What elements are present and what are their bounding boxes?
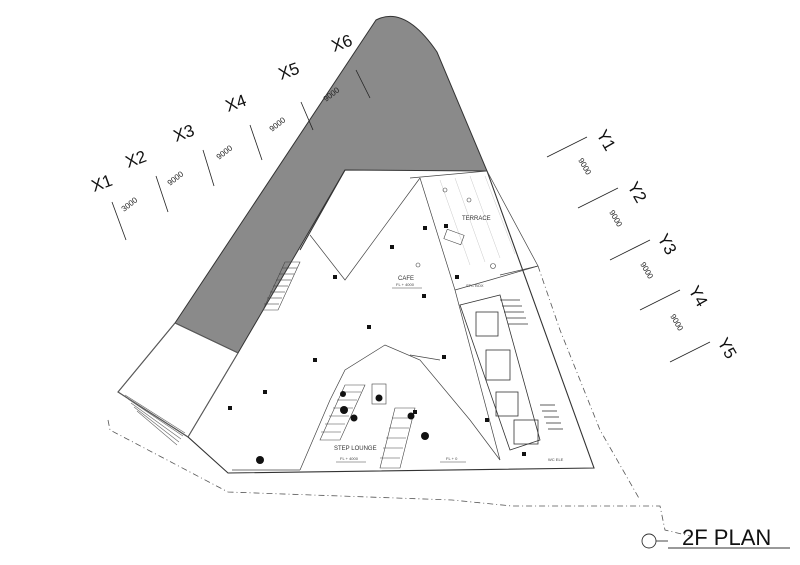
grid-label-y2: Y2 [624, 179, 651, 207]
column [444, 224, 448, 228]
round-column [421, 432, 429, 440]
dim-x1-x2: 3000 [120, 195, 140, 213]
dim-x4-x5: 9000 [268, 115, 288, 133]
dim-x3-x4: 9000 [215, 143, 235, 161]
dim-y1-y2: 9000 [576, 157, 593, 177]
grid-label-x6: X6 [329, 31, 355, 56]
round-column [340, 406, 348, 414]
grid-x-ticks [111, 69, 371, 241]
grid-y-ticks [546, 136, 711, 363]
level-mark-lounge-right: FL + 0 [446, 456, 458, 461]
columns [228, 224, 526, 456]
step-lounge-stairs [319, 384, 416, 469]
column [228, 406, 232, 410]
grid-label-x1: X1 [89, 171, 115, 196]
north-marker-icon [641, 533, 657, 549]
column [422, 294, 426, 298]
column [522, 452, 526, 456]
site-boundary [107, 265, 691, 537]
dim-y2-y3: 9000 [607, 209, 624, 229]
void-area [174, 15, 488, 354]
round-column [340, 391, 346, 397]
grid-label-x4: X4 [223, 91, 249, 116]
furniture [371, 187, 496, 405]
left-deck [117, 322, 239, 446]
room-label-terrace: TERRACE [462, 216, 491, 222]
grid-label-x5: X5 [276, 59, 302, 84]
column [423, 226, 427, 230]
grid-y-labels: Y1 Y2 Y3 Y4 Y5 [593, 127, 741, 363]
round-columns [256, 391, 429, 464]
plan-title: 2F PLAN [682, 525, 771, 550]
dim-y4-y5: 9000 [668, 313, 685, 333]
service-core [459, 294, 563, 451]
level-mark-lounge-left: FL + 4000 [340, 456, 359, 461]
grid-label-y3: Y3 [654, 231, 681, 259]
dim-y3-y4: 9000 [638, 261, 655, 281]
column [333, 275, 337, 279]
column [367, 325, 371, 329]
column [413, 410, 417, 414]
grid-label-x2: X2 [123, 147, 149, 172]
column [313, 358, 317, 362]
column [455, 275, 459, 279]
level-mark-cafe: FL + 4000 [396, 282, 415, 287]
grid-label-x3: X3 [171, 121, 197, 146]
level-marks [336, 287, 466, 463]
room-label-step-lounge: STEP LOUNGE [334, 446, 377, 452]
room-label-cafe: CAFE [398, 276, 414, 282]
grid-label-y5: Y5 [714, 335, 741, 363]
round-column [375, 394, 383, 402]
column [442, 355, 446, 359]
column [485, 418, 489, 422]
terrace-area [439, 175, 516, 266]
grid-label-y4: Y4 [685, 283, 712, 311]
grid-label-y1: Y1 [593, 127, 620, 155]
stair-note: STC BOX [466, 283, 484, 288]
round-column [407, 412, 415, 420]
left-stair [262, 261, 301, 311]
core-note: WC ELE [548, 457, 564, 462]
round-column [256, 456, 264, 464]
round-column [350, 414, 358, 422]
plan-title-marker [641, 533, 790, 549]
column [263, 390, 267, 394]
column [390, 245, 394, 249]
interior-walls [232, 170, 539, 471]
dim-x2-x3: 9000 [166, 169, 186, 187]
